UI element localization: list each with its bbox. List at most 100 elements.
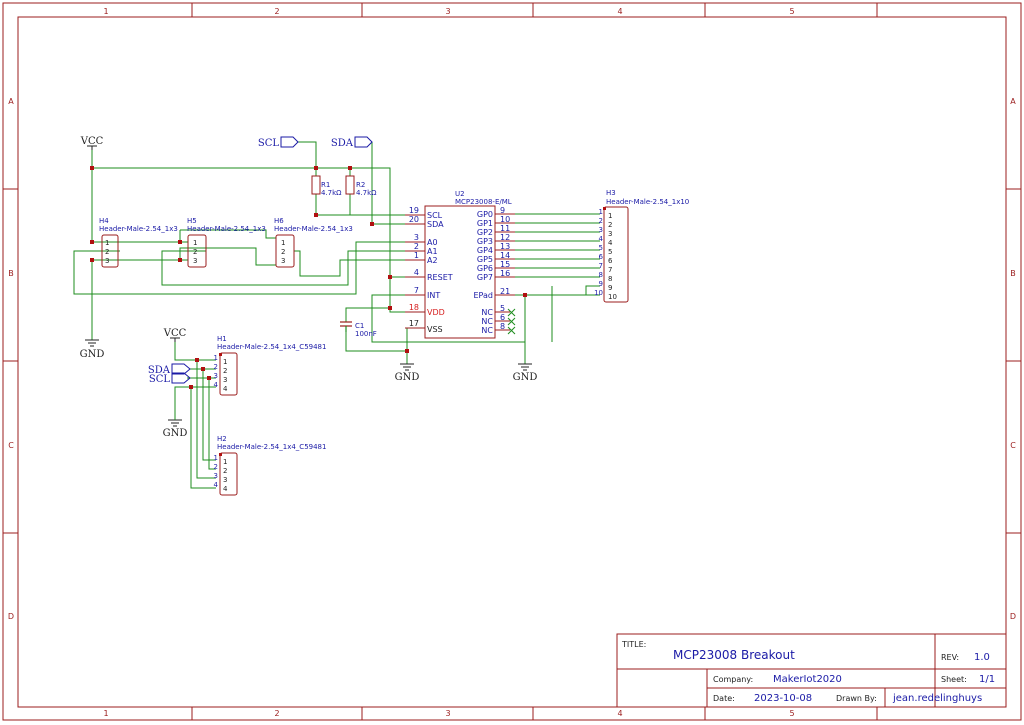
row-label: A bbox=[1010, 97, 1016, 106]
c1-ref: C1 bbox=[355, 322, 364, 330]
h3-pin-num: 8 bbox=[599, 271, 603, 279]
h3-pin-label: 2 bbox=[608, 221, 612, 229]
h2-pin-label: 1 bbox=[223, 458, 227, 466]
h3-pin-label: 8 bbox=[608, 275, 612, 283]
u2-pin-name: GP3 bbox=[477, 237, 493, 246]
u2-pin-name: NC bbox=[481, 317, 493, 326]
h4-value: Header-Male-2.54_1x3 bbox=[99, 225, 178, 233]
u2-pin-num: 7 bbox=[414, 286, 419, 295]
h1-pin-num: 2 bbox=[214, 363, 218, 371]
u2-pin-num: 17 bbox=[409, 319, 419, 328]
net-flag-sda-top: SDA bbox=[331, 136, 373, 149]
h6-pin2: 2 bbox=[281, 248, 285, 256]
col-label: 3 bbox=[445, 7, 450, 16]
u2-pin-num: 3 bbox=[414, 233, 419, 242]
u2-pin-num: 1 bbox=[414, 251, 419, 260]
h3-pin-num: 7 bbox=[599, 262, 603, 270]
rev-label: REV: bbox=[941, 653, 959, 662]
u2-pin-name: INT bbox=[427, 291, 440, 300]
h2-pin-label: 4 bbox=[223, 485, 228, 493]
h3-pin-num: 3 bbox=[599, 226, 603, 234]
u2-pin-name: SDA bbox=[427, 220, 444, 229]
u2-pin-name: VDD bbox=[427, 308, 445, 317]
row-label: A bbox=[8, 97, 14, 106]
u2-pin-name: A2 bbox=[427, 256, 438, 265]
capacitor-c1: C1 100nF bbox=[340, 321, 377, 338]
u2-pin-num: 8 bbox=[500, 322, 505, 331]
h5-pin3: 3 bbox=[193, 257, 197, 265]
u2-pin-num: 10 bbox=[500, 215, 510, 224]
vcc-label: VCC bbox=[80, 136, 104, 147]
h2-value: Header-Male-2.54_1x4_C59481 bbox=[217, 443, 326, 451]
u2-pin-num: 16 bbox=[500, 269, 510, 278]
h1-pin-num: 1 bbox=[214, 354, 218, 362]
u2-pin-num: 13 bbox=[500, 242, 510, 251]
gnd-label: GND bbox=[80, 349, 105, 360]
h3-pin-num: 2 bbox=[599, 217, 603, 225]
date-value: 2023-10-08 bbox=[754, 693, 812, 704]
h2-pin-num: 3 bbox=[214, 472, 218, 480]
u2-pin-num: 18 bbox=[409, 303, 419, 312]
h4-ref: H4 bbox=[99, 217, 109, 225]
u2-pin-num: 14 bbox=[500, 251, 510, 260]
u2-pin-name: NC bbox=[481, 308, 493, 317]
r1-ref: R1 bbox=[321, 181, 330, 189]
net-flag-scl-top: SCL bbox=[258, 136, 299, 149]
h2-pin-label: 3 bbox=[223, 476, 227, 484]
r1-value: 4.7kΩ bbox=[321, 189, 342, 197]
row-label: D bbox=[8, 612, 14, 621]
company-value: MakerIot2020 bbox=[773, 674, 842, 685]
u2-pin-name: GP0 bbox=[477, 210, 493, 219]
h3-ref: H3 bbox=[606, 189, 616, 197]
u2-pin-num: 4 bbox=[414, 268, 419, 277]
u2-pin-name: GP6 bbox=[477, 264, 493, 273]
h3-pin-num: 4 bbox=[599, 235, 604, 243]
scl-label: SCL bbox=[258, 138, 280, 149]
drawn-by-value: jean.redelinghuys bbox=[892, 693, 982, 704]
header-h2: H2 Header-Male-2.54_1x4_C59481 1 2 3 4 1… bbox=[214, 435, 326, 496]
h3-value: Header-Male-2.54_1x10 bbox=[606, 198, 689, 206]
h3-pin-num: 10 bbox=[594, 289, 603, 297]
h3-pin-num: 9 bbox=[599, 280, 603, 288]
u2-pin-num: 6 bbox=[500, 313, 505, 322]
r2-value: 4.7kΩ bbox=[356, 189, 377, 197]
resistor-r2: R2 4.7kΩ bbox=[345, 175, 377, 197]
sheet-label: Sheet: bbox=[941, 675, 967, 684]
h5-ref: H5 bbox=[187, 217, 197, 225]
u2-pin-num: 20 bbox=[409, 215, 419, 224]
h2-pin-label: 2 bbox=[223, 467, 227, 475]
col-label: 4 bbox=[617, 709, 622, 718]
col-label: 3 bbox=[445, 709, 450, 718]
vcc-label: VCC bbox=[163, 328, 187, 339]
col-label: 4 bbox=[617, 7, 622, 16]
wires bbox=[73, 141, 600, 489]
u2-pin-name: A1 bbox=[427, 247, 438, 256]
col-label: 1 bbox=[103, 7, 108, 16]
u2-pin-name: GP7 bbox=[477, 273, 493, 282]
title-label: TITLE: bbox=[621, 640, 646, 649]
h2-pin-num: 4 bbox=[214, 481, 219, 489]
u2-pin-num: 11 bbox=[500, 224, 510, 233]
u2-pin-name: GP2 bbox=[477, 228, 493, 237]
title-block: TITLE: MCP23008 Breakout REV: 1.0 Compan… bbox=[616, 633, 1007, 708]
gnd-symbol-ic: GND bbox=[395, 363, 419, 383]
u2-pin-num: 19 bbox=[409, 206, 419, 215]
junctions bbox=[90, 166, 527, 389]
row-label: C bbox=[1010, 441, 1016, 450]
c1-value: 100nF bbox=[355, 330, 377, 338]
u2-pin-name: GP1 bbox=[477, 219, 493, 228]
header-h1: H1 Header-Male-2.54_1x4_C59481 1 2 3 4 1… bbox=[214, 335, 326, 396]
resistor-r1: R1 4.7kΩ bbox=[311, 175, 342, 197]
h3-pin-label: 7 bbox=[608, 266, 612, 274]
u2-pin-num: 12 bbox=[500, 233, 510, 242]
gnd-symbol-epad: GND bbox=[513, 363, 537, 383]
h1-pin-label: 2 bbox=[223, 367, 227, 375]
sda-label: SDA bbox=[331, 138, 354, 149]
u2-pin-name: GP4 bbox=[477, 246, 493, 255]
h3-pin-label: 4 bbox=[608, 239, 613, 247]
u2-pin-num: 9 bbox=[500, 206, 505, 215]
vcc-symbol-top: VCC bbox=[80, 136, 104, 150]
u2-pin-num: 5 bbox=[500, 304, 505, 313]
row-label: B bbox=[1010, 269, 1016, 278]
